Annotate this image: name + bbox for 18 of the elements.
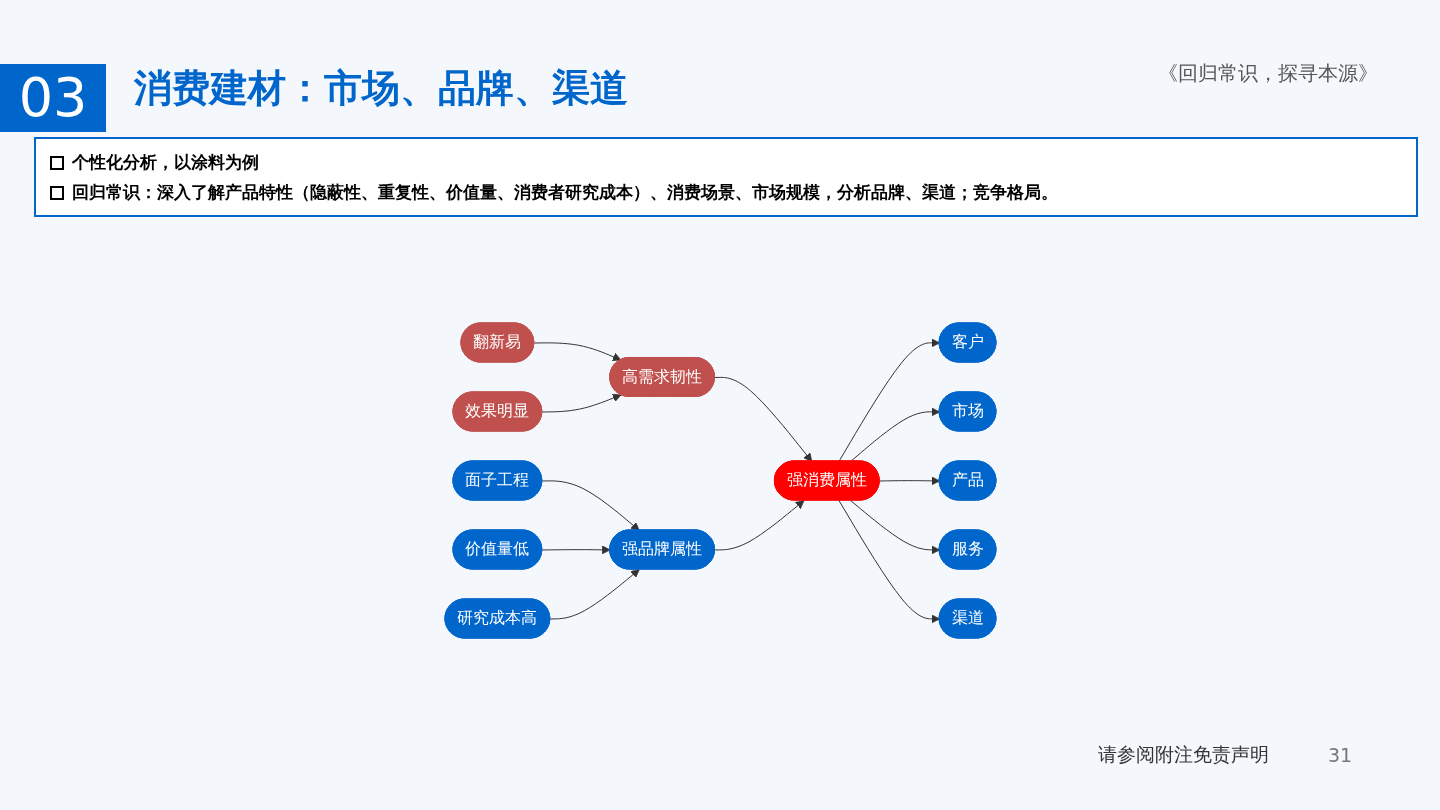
arrow xyxy=(541,544,611,554)
arrow xyxy=(849,499,940,554)
slide-title: 消费建材：市场、品牌、渠道 xyxy=(134,65,628,112)
series-title: 《回归常识，探寻本源》 xyxy=(1158,60,1378,87)
arrow xyxy=(541,393,621,412)
page-number: 31 xyxy=(1328,744,1353,766)
arrow xyxy=(838,337,940,462)
arrow xyxy=(541,479,640,531)
arrow xyxy=(549,568,640,619)
arrow xyxy=(838,499,940,623)
section-number: 03 xyxy=(0,64,106,132)
bullet-text: 个性化分析，以涂料为例 xyxy=(46,147,1406,177)
disclaimer-note: 请参阅附注免责声明 xyxy=(1098,742,1269,767)
arrow xyxy=(714,499,804,550)
arrow xyxy=(714,376,812,462)
bullet-text: 回归常识：深入了解产品特性（隐蔽性、重复性、价值量、消费者研究成本）、消费场景、市场规模，分析品牌、渠道；竞争格局。 xyxy=(46,177,1406,207)
arrow xyxy=(878,475,940,485)
arrow xyxy=(533,341,621,361)
